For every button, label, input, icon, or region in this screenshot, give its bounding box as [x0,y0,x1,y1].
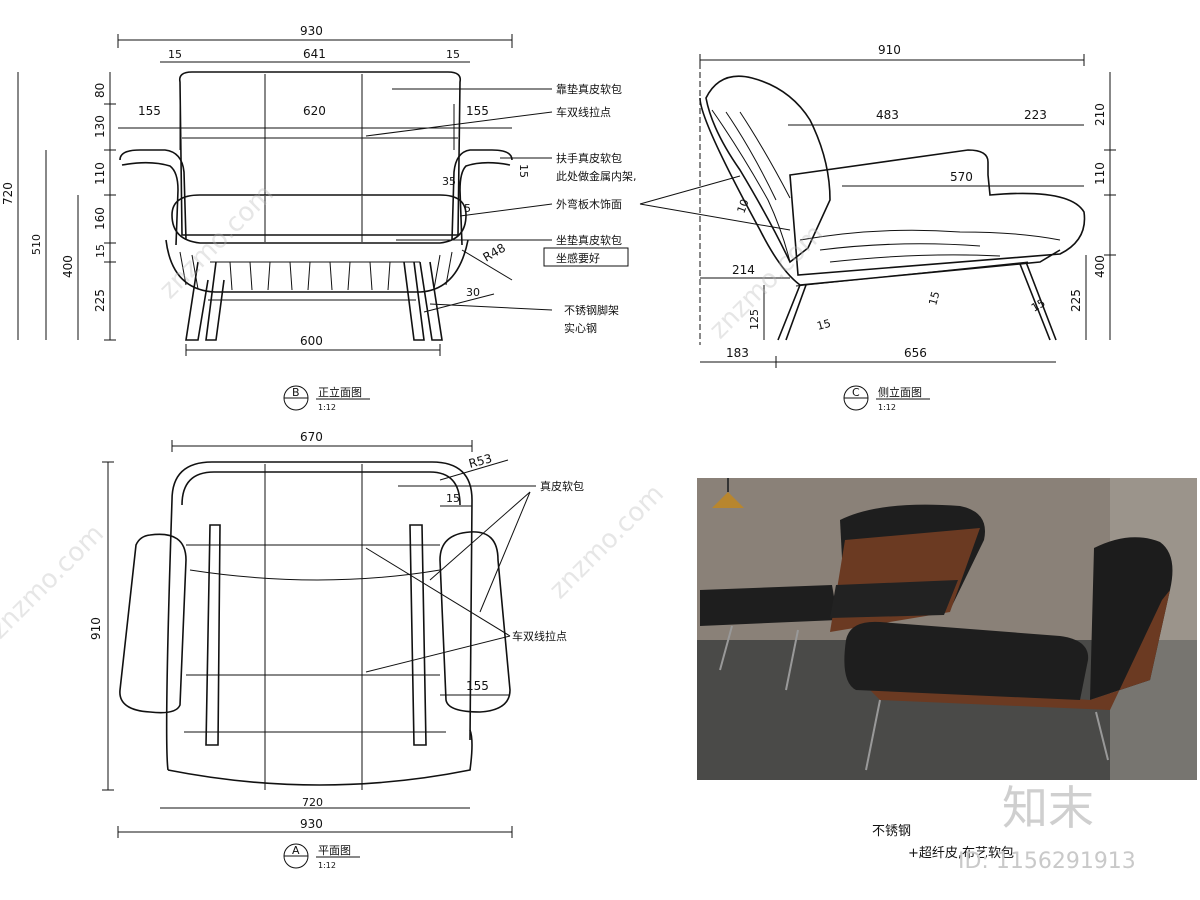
note-steel-legs: 不锈钢脚架 [564,303,619,317]
front-elevation: 930 641 15 15 155 620 155 600 30 R48 35 … [1,24,637,412]
front-dim-620: 620 [303,104,326,118]
plan-dim-930: 930 [300,817,323,831]
view-label-side: 侧立面图 [878,385,922,399]
front-dim-15: 15 [94,244,107,258]
front-dim-15-left: 15 [168,48,182,61]
front-dim-641: 641 [303,47,326,61]
watermark-site-1: znzmo.com [154,179,280,305]
side-dim-910: 910 [878,43,901,57]
note-seat-cushion: 坐垫真皮软包 [556,233,622,247]
side-dim-400: 400 [1093,255,1107,278]
side-dim-15-shell: 15 [926,290,942,307]
note-solid-steel: 实心钢 [564,321,597,335]
plan-view: 670 R53 15 155 910 720 930 真皮软包 车双线拉点 A … [89,430,584,870]
note-double-stitch: 车双线拉点 [556,105,611,119]
plan-dim-670: 670 [300,430,323,444]
front-dim-510: 510 [30,234,43,255]
plan-note-leather: 真皮软包 [540,479,584,493]
plan-dim-155: 155 [466,679,489,693]
view-tag-a: A [292,844,300,857]
view-scale-front: 1:12 [318,403,336,412]
front-dim-155-left: 155 [138,104,161,118]
side-dim-210: 210 [1093,103,1107,126]
front-dim-600: 600 [300,334,323,348]
note-metal-frame: 此处做金属内架, [556,169,637,183]
watermark-site-4: znzmo.com [704,219,830,345]
photo-caption-line1: 不锈钢 [872,824,911,839]
front-dim-720: 720 [1,182,15,205]
view-tag-b: B [292,386,300,399]
front-dim-400: 400 [61,255,75,278]
plan-note-stitch: 车双线拉点 [512,629,567,643]
watermark-brand: 知末 [1002,781,1094,835]
side-dim-110: 110 [1093,162,1107,185]
front-dim-15-arm: 15 [517,164,530,178]
front-dim-155-right: 155 [466,104,489,118]
side-dim-15-leg: 15 [815,317,832,333]
front-dim-35: 35 [442,175,456,188]
front-dim-30: 30 [466,286,480,299]
photo-caption-line2: +超纤皮,布艺软包 [908,846,1014,861]
side-dim-15-rear: 15 [1029,296,1048,314]
plan-dim-r53: R53 [467,451,493,471]
front-dim-15-right: 15 [446,48,460,61]
side-dim-225: 225 [1069,289,1083,312]
side-dim-183: 183 [726,346,749,360]
side-dim-125: 125 [748,309,761,330]
note-back-cushion: 靠垫真皮软包 [556,82,622,96]
side-dim-570: 570 [950,170,973,184]
front-dim-r48: R48 [481,241,508,265]
side-dim-10: 10 [735,197,752,215]
product-photo [697,478,1197,780]
note-wood-veneer: 外弯板木饰面 [556,197,622,211]
front-dim-80: 80 [93,83,107,98]
note-comfort: 坐感要好 [556,251,600,265]
front-dim-5: 5 [464,202,471,215]
front-dim-225: 225 [93,289,107,312]
front-dim-110: 110 [93,162,107,185]
plan-dim-15: 15 [446,492,460,505]
view-scale-side: 1:12 [878,403,896,412]
side-dim-214: 214 [732,263,755,277]
view-label-plan: 平面图 [318,844,351,857]
view-label-front: 正立面图 [318,385,362,399]
view-tag-c: C [852,386,860,399]
view-scale-plan: 1:12 [318,861,336,870]
side-dim-656: 656 [904,346,927,360]
plan-dim-910: 910 [89,617,103,640]
side-dim-223: 223 [1024,108,1047,122]
side-dim-483: 483 [876,108,899,122]
front-dim-160: 160 [93,207,107,230]
side-elevation: 910 483 223 570 214 183 656 125 15 15 15… [639,43,1116,412]
note-armrest: 扶手真皮软包 [556,151,622,165]
front-dim-930: 930 [300,24,323,38]
watermark-site-2: znzmo.com [544,479,670,605]
front-dim-130: 130 [93,115,107,138]
watermark-id: ID: 1156291913 [958,849,1136,874]
plan-dim-720: 720 [302,796,323,809]
